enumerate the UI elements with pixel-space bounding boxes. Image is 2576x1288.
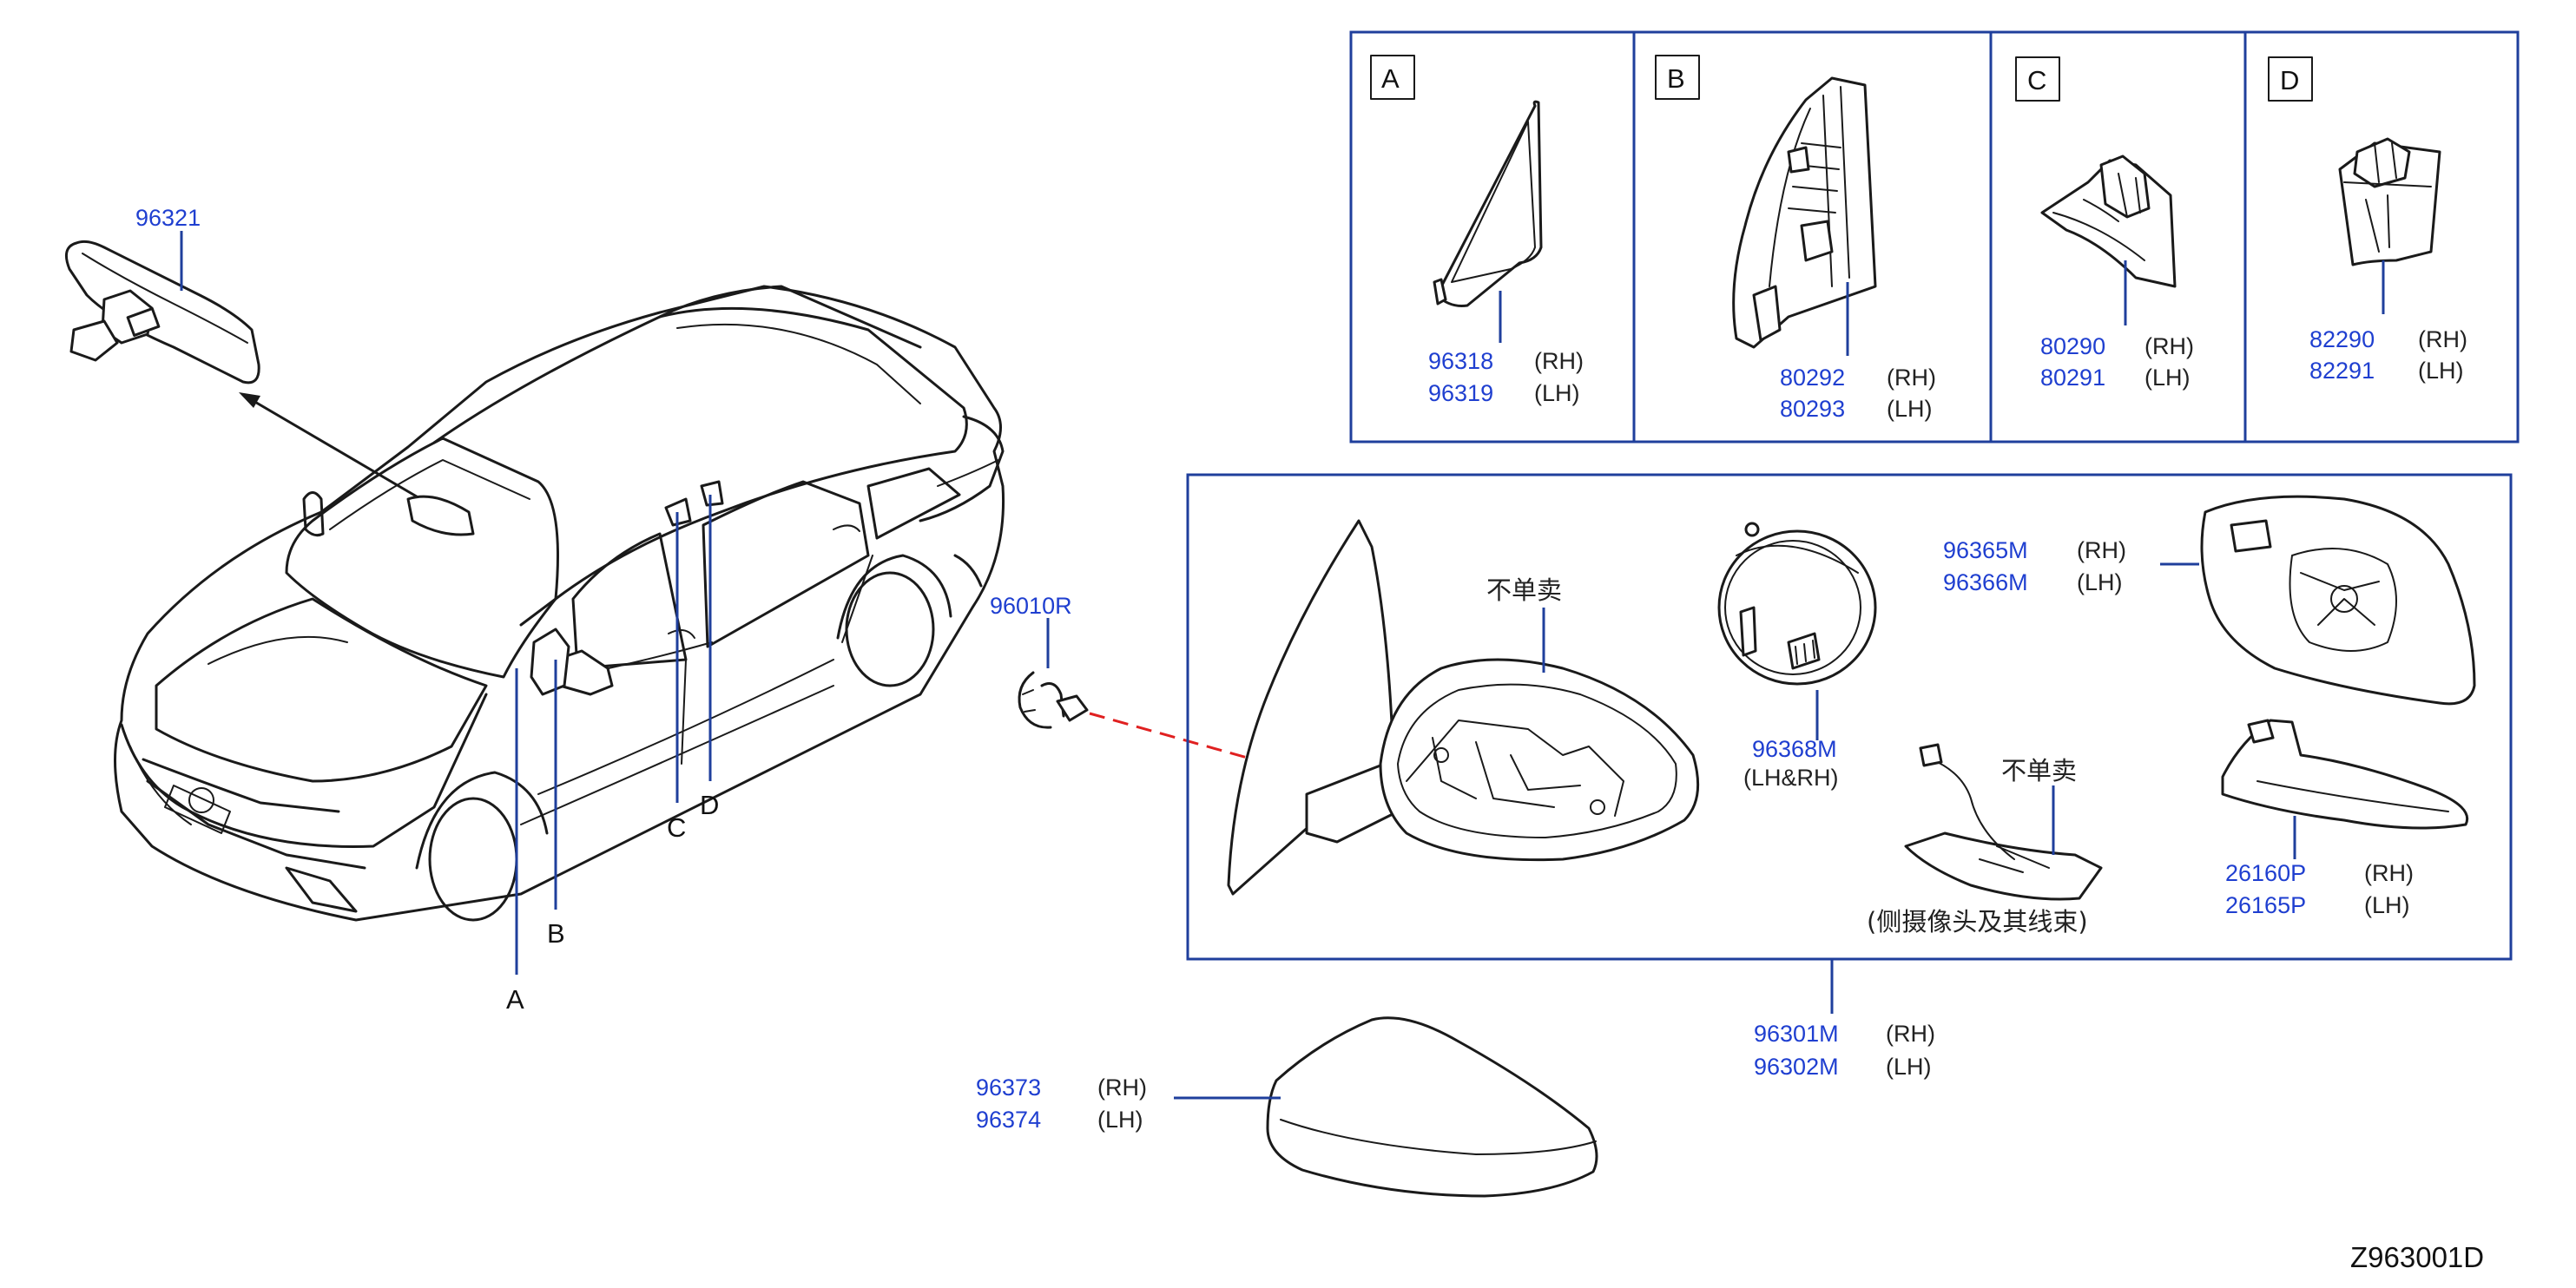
detail-d-letter-box xyxy=(2268,56,2313,102)
part-number-96319[interactable]: 96319 xyxy=(1428,380,1493,406)
camera-harness-drawing xyxy=(1904,743,2103,901)
side-96365m: (RH) xyxy=(2077,537,2126,563)
part-number-26160p[interactable]: 26160P xyxy=(2225,860,2306,886)
detail-b-letter-box xyxy=(1655,55,1700,100)
detail-d-letter: D xyxy=(2280,65,2299,95)
mirror-assembly-frame xyxy=(1186,473,2513,961)
detail-c-letter-box xyxy=(2015,56,2060,102)
side-96318: (RH) xyxy=(1534,348,1584,374)
detail-a-letter-box xyxy=(1370,55,1415,100)
side-96366m: (LH) xyxy=(2077,569,2123,595)
mirror-housing-drawing xyxy=(1379,658,1700,862)
diagram-code: Z963001D xyxy=(2350,1241,2484,1273)
arrow-line xyxy=(241,393,427,503)
part-number-96366m[interactable]: 96366M xyxy=(1943,569,2028,595)
part-number-82291[interactable]: 82291 xyxy=(2309,358,2375,384)
detail-b-letter: B xyxy=(1667,63,1685,94)
side-96374: (LH) xyxy=(1097,1107,1143,1133)
part-number-96374[interactable]: 96374 xyxy=(976,1107,1041,1133)
detail-d-drawing xyxy=(2338,137,2441,266)
part-number-96302m[interactable]: 96302M xyxy=(1754,1054,1839,1080)
note-camera-harness: (侧摄像头及其线束) xyxy=(1867,907,2088,936)
actuator-drawing xyxy=(1717,522,1877,686)
inside-mirror-drawing xyxy=(64,240,260,384)
locator-d-label[interactable]: D xyxy=(700,790,719,820)
side-96368m: (LH&RH) xyxy=(1743,765,1839,791)
side-26165p: (LH) xyxy=(2364,892,2410,918)
side-80290: (RH) xyxy=(2144,333,2194,359)
part-number-80292[interactable]: 80292 xyxy=(1780,365,1845,391)
part-number-96365m[interactable]: 96365M xyxy=(1943,537,2028,563)
part-number-26165p[interactable]: 26165P xyxy=(2225,892,2306,918)
locator-b-label[interactable]: B xyxy=(547,918,565,949)
side-96319: (LH) xyxy=(1534,380,1580,406)
side-96373: (RH) xyxy=(1097,1074,1147,1101)
side-96301m: (RH) xyxy=(1886,1021,1935,1047)
locator-a-label[interactable]: A xyxy=(506,984,524,1015)
part-number-96318[interactable]: 96318 xyxy=(1428,348,1493,374)
side-26160p: (RH) xyxy=(2364,860,2414,886)
detail-boxes-frame xyxy=(1349,30,2520,444)
turn-lamp-drawing xyxy=(2221,719,2468,830)
mirror-glass-drawing xyxy=(2200,495,2476,706)
detail-a-letter: A xyxy=(1381,63,1400,94)
part-number-80290[interactable]: 80290 xyxy=(2040,333,2105,359)
part-number-82290[interactable]: 82290 xyxy=(2309,326,2375,352)
clip-drawing xyxy=(1018,671,1089,729)
part-number-96321[interactable]: 96321 xyxy=(135,205,201,231)
side-80291: (LH) xyxy=(2144,365,2191,391)
note-not-sold-2: 不单卖 xyxy=(2001,756,2077,785)
mirror-cover-drawing xyxy=(1266,1016,1598,1198)
part-number-96010r[interactable]: 96010R xyxy=(990,593,1072,619)
part-number-96373[interactable]: 96373 xyxy=(976,1074,1041,1101)
locator-c-label[interactable]: C xyxy=(667,812,686,843)
detail-c-drawing xyxy=(2040,154,2177,288)
mirror-base-drawing xyxy=(1227,519,1408,896)
note-not-sold-1: 不单卖 xyxy=(1486,575,1562,605)
part-number-80291[interactable]: 80291 xyxy=(2040,365,2105,391)
side-96302m: (LH) xyxy=(1886,1054,1932,1080)
side-80293: (LH) xyxy=(1887,396,1933,422)
detail-a-drawing xyxy=(1433,100,1543,307)
part-number-96301m[interactable]: 96301M xyxy=(1754,1021,1839,1047)
side-82290: (RH) xyxy=(2418,326,2467,352)
side-82291: (LH) xyxy=(2418,358,2464,384)
detail-c-letter: C xyxy=(2027,65,2046,95)
part-number-96368m[interactable]: 96368M xyxy=(1752,736,1837,762)
part-number-80293[interactable]: 80293 xyxy=(1780,396,1845,422)
side-80292: (RH) xyxy=(1887,365,1936,391)
arrow-head xyxy=(239,392,260,408)
detail-b-drawing xyxy=(1732,76,1877,349)
